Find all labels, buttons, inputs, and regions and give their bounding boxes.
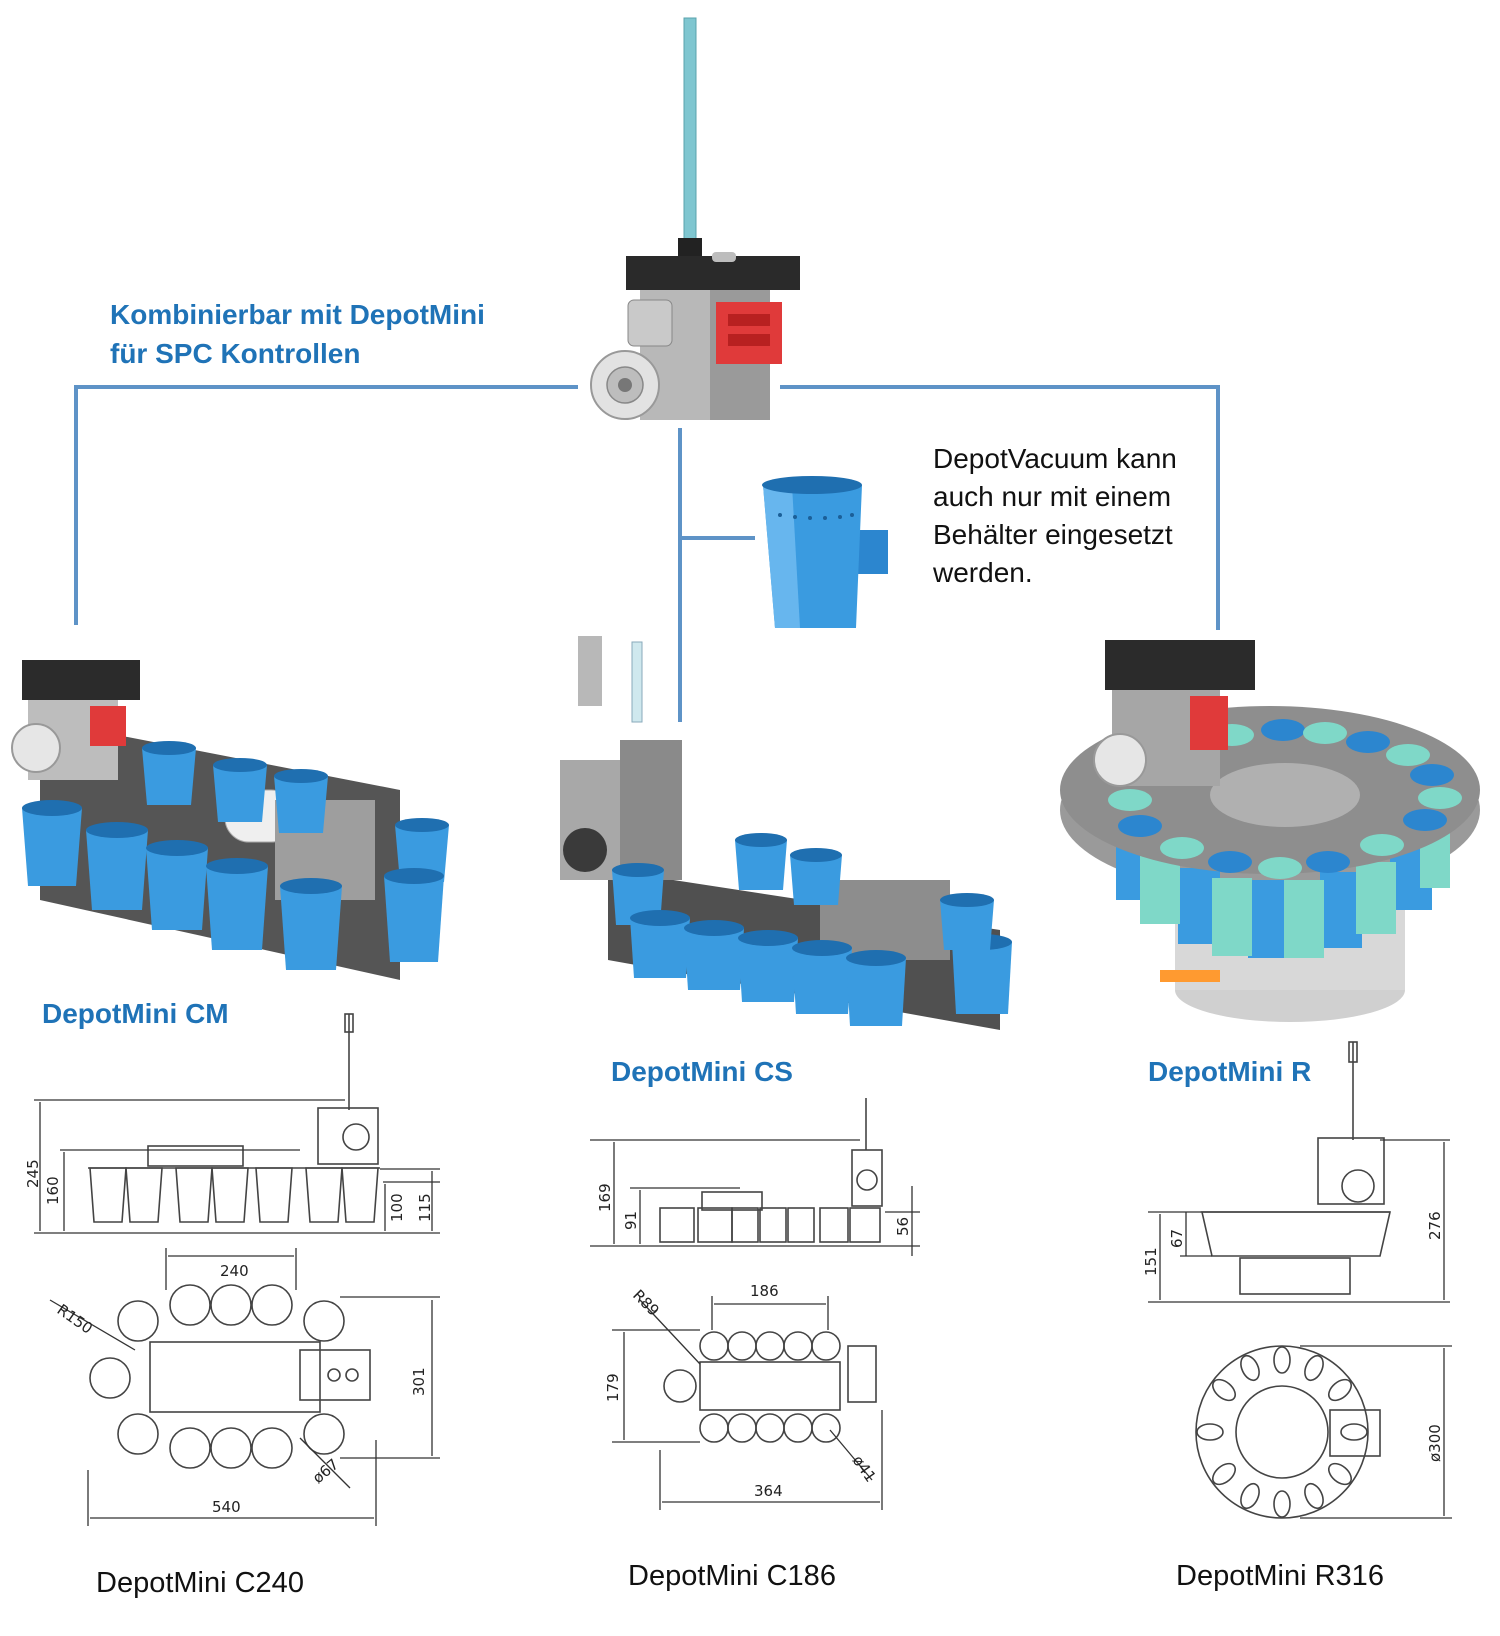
cs-dim-91: 91 [622,1211,640,1230]
cm-dim-301: 301 [410,1367,428,1396]
r-dim-o300: ø300 [1426,1424,1444,1462]
cs-side-drawing: 169 91 56 [590,1098,920,1256]
cm-dim-245: 245 [24,1159,42,1188]
depotmini-cm-machine-icon [11,660,449,980]
single-container-note: DepotVacuum kann auch nur mit einem Behä… [932,443,1177,588]
model-r-label: DepotMini R [1148,1056,1311,1087]
cm-dim-100: 100 [388,1193,406,1222]
connector-lines [74,385,1220,722]
cm-dim-240: 240 [220,1262,249,1280]
r-dim-276: 276 [1426,1211,1444,1240]
note-line-1: DepotVacuum kann [933,443,1177,474]
r-dim-151: 151 [1142,1247,1160,1276]
cm-dim-115: 115 [416,1193,434,1222]
depotmini-r-machine-icon [1060,640,1480,1022]
combinable-line-1: Kombinierbar mit DepotMini [110,299,485,330]
depotmini-cs-machine-icon [560,636,1012,1030]
connector-right [780,385,1220,630]
cs-dim-186: 186 [750,1282,779,1300]
cs-dim-169: 169 [596,1183,614,1212]
cs-dim-r89: R89 [629,1286,663,1320]
cm-dim-r150: R150 [54,1301,96,1338]
cm-side-drawing: 245 160 100 115 [24,1013,440,1234]
single-container-icon [762,476,888,628]
r-top-drawing: ø300 [1195,1345,1452,1519]
depotvacuum-unit-icon [590,17,800,420]
model-cs-label: DepotMini CS [611,1056,793,1087]
note-line-2: auch nur mit einem [933,481,1171,512]
cm-dim-o67: ø67 [309,1455,342,1487]
cs-dim-56: 56 [894,1217,912,1236]
caption-c186: DepotMini C186 [628,1560,836,1592]
combinable-label: Kombinierbar mit DepotMini für SPC Kontr… [110,299,485,369]
note-line-4: werden. [932,557,1033,588]
caption-c240: DepotMini C240 [96,1567,304,1599]
r-dim-67: 67 [1168,1229,1186,1248]
cm-top-drawing: 240 R150 301 ø67 540 [49,1248,440,1526]
combinable-line-2: für SPC Kontrollen [110,338,360,369]
note-line-3: Behälter eingesetzt [933,519,1173,550]
model-cm-label: DepotMini CM [42,998,229,1029]
cm-dim-160: 160 [44,1176,62,1205]
cs-dim-364: 364 [754,1482,783,1500]
cs-top-drawing: 186 R89 179 ø41 364 [604,1282,883,1510]
r-side-drawing: 276 67 151 [1142,1041,1450,1303]
caption-r316: DepotMini R316 [1176,1560,1384,1592]
cs-dim-179: 179 [604,1373,622,1402]
cm-dim-540: 540 [212,1498,241,1516]
connector-left [74,385,578,625]
